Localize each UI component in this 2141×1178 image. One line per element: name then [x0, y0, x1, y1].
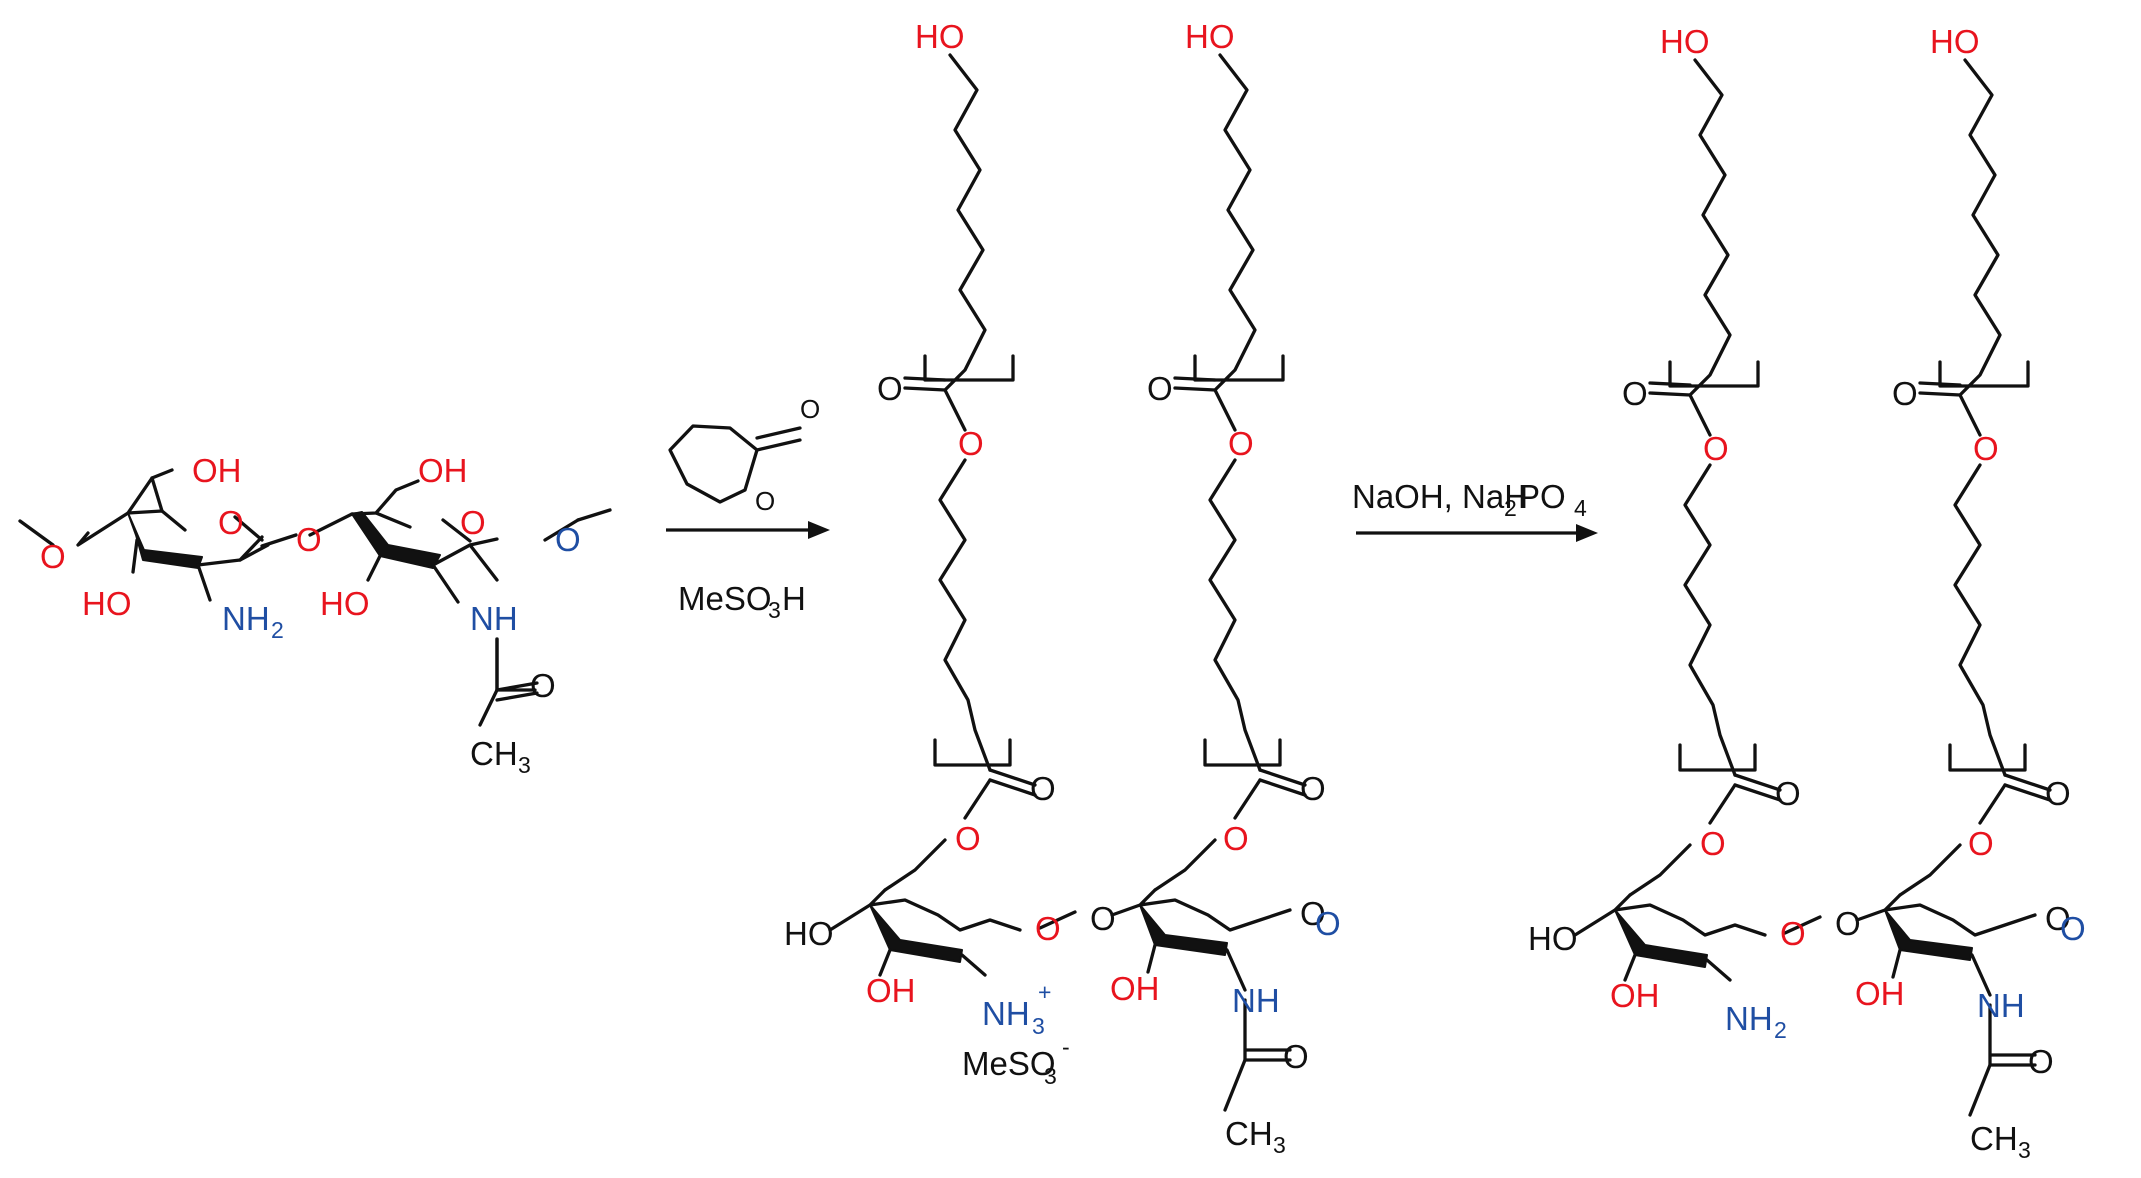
- starting-material-disaccharide: OH OH O O O O O HO NH 2 HO NH O CH 3: [18, 452, 612, 778]
- reagent-subscript: 3: [768, 597, 781, 623]
- nh-label: NH: [470, 600, 518, 637]
- ch3-label: CH: [1225, 1115, 1273, 1152]
- reagent-label: MeSO: [678, 580, 772, 617]
- o-label: O: [1703, 430, 1729, 467]
- o-label: O: [1223, 820, 1249, 857]
- ho-label: HO: [320, 585, 370, 622]
- o-label: O: [530, 667, 556, 704]
- minus-charge: -: [1062, 1034, 1070, 1060]
- ch3-label: CH: [470, 735, 518, 772]
- ho-label: HO: [784, 915, 834, 952]
- reagent-label: H: [782, 580, 806, 617]
- o-label: O: [2060, 910, 2086, 947]
- oh-label: OH: [192, 452, 242, 489]
- oh-label: OH: [1855, 975, 1905, 1012]
- reagent-subscript: 4: [1574, 495, 1587, 521]
- o-label: O: [555, 521, 581, 558]
- nh-label: NH: [1232, 982, 1280, 1019]
- o-label: O: [218, 504, 244, 541]
- grafted-intermediate: HO HO O O O O O O O O O O O O HO OH NH 3…: [784, 18, 1341, 1158]
- oh-label: OH: [866, 972, 916, 1009]
- ho-label: HO: [915, 18, 965, 55]
- ho-label: HO: [1660, 23, 1710, 60]
- o-label: O: [1780, 915, 1806, 952]
- o-label: O: [1892, 375, 1918, 412]
- oh-label: OH: [1110, 970, 1160, 1007]
- plus-charge: +: [1038, 979, 1051, 1005]
- o-label: O: [460, 504, 486, 541]
- nh2-label: NH: [222, 600, 270, 637]
- caprolactone-structure: O O: [668, 394, 820, 516]
- o-label: O: [1147, 370, 1173, 407]
- ho-label: HO: [1185, 18, 1235, 55]
- nh3-label: NH: [982, 995, 1030, 1032]
- reagent-label: NaOH, NaH: [1352, 478, 1528, 515]
- o-label: O: [2028, 1043, 2054, 1080]
- ch3-subscript: 3: [518, 752, 531, 778]
- grafted-product: HO HO O O O O O O O O O O O O HO OH NH 2…: [1528, 23, 2086, 1163]
- nh2-subscript: 2: [1774, 1017, 1787, 1043]
- nh3-subscript: 3: [1032, 1013, 1045, 1039]
- mesylate-subscript: 3: [1044, 1063, 1057, 1089]
- o-label: O: [755, 486, 775, 516]
- reaction-arrow-1: O O MeSO 3 H: [666, 394, 830, 623]
- o-label: O: [1090, 900, 1116, 937]
- mesylate-label: MeSO: [962, 1045, 1056, 1082]
- oh-label: OH: [418, 452, 468, 489]
- o-label: O: [1700, 825, 1726, 862]
- o-label: O: [1775, 775, 1801, 812]
- o-label: O: [1283, 1038, 1309, 1075]
- nh2-subscript: 2: [271, 617, 284, 643]
- o-label: O: [1973, 430, 1999, 467]
- o-label: O: [1030, 770, 1056, 807]
- o-label: O: [1035, 910, 1061, 947]
- o-label: O: [958, 425, 984, 462]
- ch3-subscript: 3: [2018, 1137, 2031, 1163]
- reagent-label: PO: [1518, 478, 1566, 515]
- ch3-subscript: 3: [1273, 1132, 1286, 1158]
- nh2-label: NH: [1725, 1000, 1773, 1037]
- o-label: O: [2045, 775, 2071, 812]
- o-label: O: [2045, 900, 2071, 937]
- reaction-arrow-2: NaOH, NaH 2 PO 4: [1352, 478, 1598, 542]
- o-label: O: [1228, 425, 1254, 462]
- o-label: O: [1835, 905, 1861, 942]
- o-label: O: [1300, 770, 1326, 807]
- reagent-subscript: 2: [1504, 495, 1517, 521]
- o-label: O: [877, 370, 903, 407]
- o-label: O: [296, 521, 322, 558]
- o-label: O: [1315, 905, 1341, 942]
- ho-label: HO: [82, 585, 132, 622]
- oh-label: OH: [1610, 977, 1660, 1014]
- ho-label: HO: [1930, 23, 1980, 60]
- nh-label: NH: [1977, 987, 2025, 1024]
- o-label: O: [1622, 375, 1648, 412]
- o-label: O: [1968, 825, 1994, 862]
- o-label: O: [800, 394, 820, 424]
- ho-label: HO: [1528, 920, 1578, 957]
- ch3-label: CH: [1970, 1120, 2018, 1157]
- o-label: O: [955, 820, 981, 857]
- o-label: O: [40, 538, 66, 575]
- o-label: O: [1300, 895, 1326, 932]
